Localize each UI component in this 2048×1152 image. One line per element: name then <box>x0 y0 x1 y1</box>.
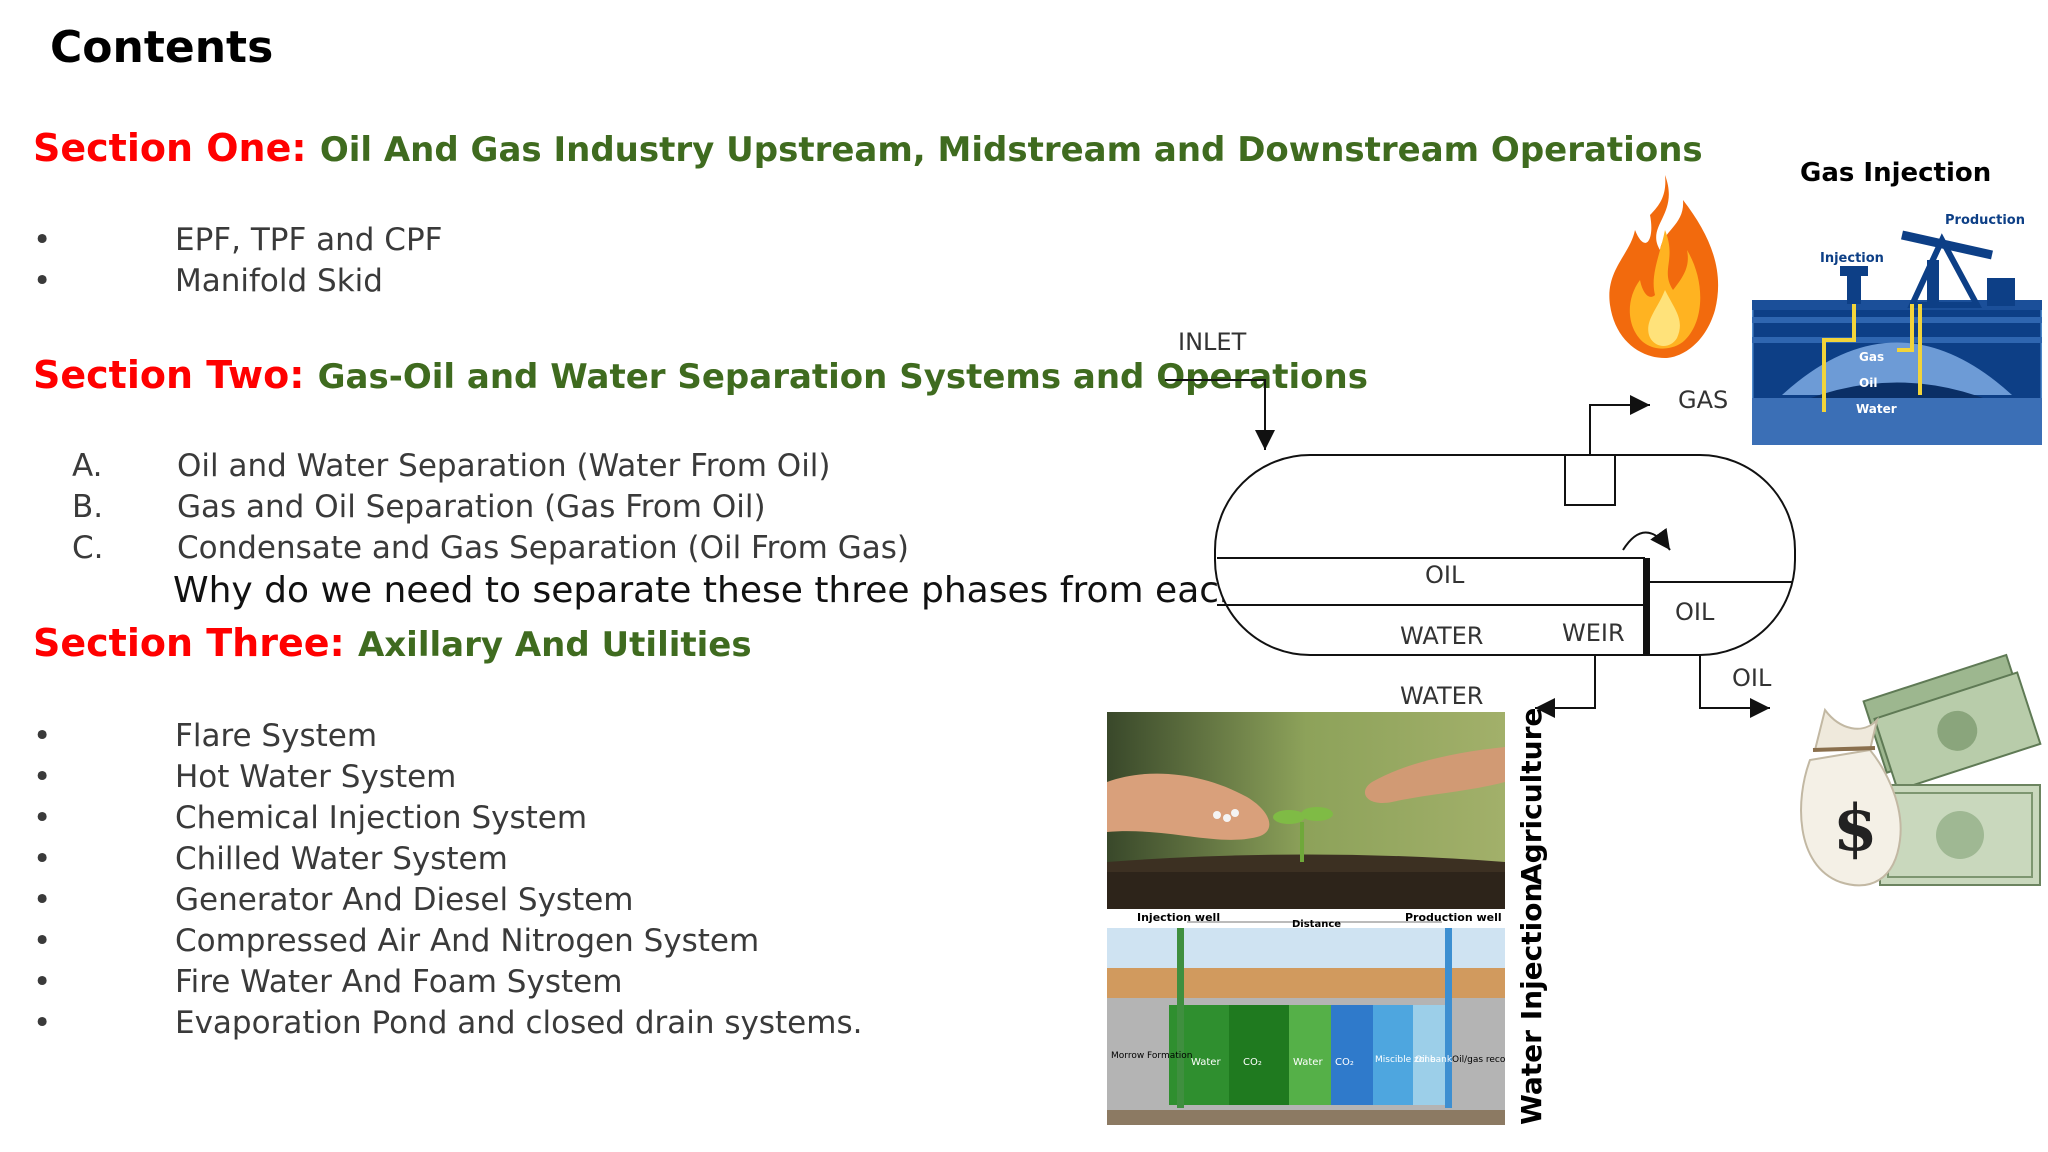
list-marker: B. <box>72 489 104 525</box>
section-one-subtitle: Oil And Gas Industry Upstream, Midstream… <box>319 130 1703 170</box>
injection-label: Injection <box>1820 251 1884 266</box>
section-one-heading: Section One: Oil And Gas Industry Upstre… <box>33 126 1703 170</box>
bullet-marker: • <box>33 263 52 299</box>
bullet-marker: • <box>33 923 52 959</box>
list-marker: C. <box>72 530 104 566</box>
section-two-question: Why do we need to separate these three p… <box>173 570 1369 611</box>
separator-diagram: INLET GAS OIL WATER WEIR OIL OIL WATER <box>1165 328 1796 718</box>
water-zone-label: Water <box>1856 402 1897 416</box>
gas-zone-label: Gas <box>1859 350 1884 364</box>
list-item: Chemical Injection System <box>175 800 588 836</box>
list-item: Hot Water System <box>175 759 457 795</box>
water-injection-label: Water Injection <box>1515 882 1548 1125</box>
bullet-marker: • <box>33 1005 52 1041</box>
inlet-arrow <box>1165 379 1275 450</box>
gas-outlet-arrow <box>1589 395 1650 455</box>
section-two-label: Section Two: <box>33 353 305 397</box>
distance-label: Distance <box>1292 919 1341 930</box>
svg-text:$: $ <box>1833 791 1878 866</box>
oil-zone-label: Oil <box>1859 376 1877 390</box>
list-item: Oil and Water Separation (Water From Oil… <box>177 448 831 484</box>
section-two-heading: Section Two: Gas-Oil and Water Separatio… <box>33 353 1368 397</box>
list-marker: A. <box>72 448 103 484</box>
list-item: Gas and Oil Separation (Gas From Oil) <box>177 489 766 525</box>
band-label: Miscible zone <box>1375 1055 1436 1065</box>
band-label: Oil/gas recovery <box>1452 1055 1505 1065</box>
section-two-subtitle: Gas-Oil and Water Separation Systems and… <box>317 357 1368 397</box>
band-label: Water <box>1293 1057 1323 1068</box>
band-label: Oil bank <box>1415 1055 1453 1065</box>
bullet-marker: • <box>33 882 52 918</box>
section-one-label: Section One: <box>33 126 307 170</box>
list-item: Flare System <box>175 718 378 754</box>
production-label: Production <box>1945 213 2025 228</box>
bullet-marker: • <box>33 841 52 877</box>
bullet-marker: • <box>33 800 52 836</box>
list-item: Condensate and Gas Separation (Oil From … <box>177 530 909 566</box>
oil-layer-label: OIL <box>1425 561 1465 589</box>
gas-outlet-box <box>1564 454 1616 506</box>
list-item: Manifold Skid <box>175 263 383 299</box>
inlet-label: INLET <box>1178 328 1247 356</box>
water-layer-label: WATER <box>1400 622 1483 650</box>
section-three-label: Section Three: <box>33 621 345 665</box>
production-well-label: Production well <box>1405 911 1502 924</box>
overflow-arrow <box>1622 527 1671 551</box>
gas-label: GAS <box>1678 386 1728 414</box>
section-three-subtitle: Axillary And Utilities <box>357 625 752 665</box>
list-item: EPF, TPF and CPF <box>175 222 443 258</box>
list-item: Compressed Air And Nitrogen System <box>175 923 760 959</box>
list-item: Chilled Water System <box>175 841 508 877</box>
oil-outlet-label: OIL <box>1732 664 1772 692</box>
page-title: Contents <box>50 22 274 73</box>
bullet-marker: • <box>33 222 52 258</box>
gas-injection-diagram: Production Injection Gas Oil Water <box>1752 200 2042 445</box>
list-item: Evaporation Pond and closed drain system… <box>175 1005 863 1041</box>
bullet-marker: • <box>33 718 52 754</box>
agriculture-image <box>1107 712 1505 909</box>
list-item: Fire Water And Foam System <box>175 964 623 1000</box>
oil-chamber-label: OIL <box>1675 598 1715 626</box>
money-bag-icon: $ <box>1800 653 2042 887</box>
water-outlet-label: WATER <box>1400 682 1483 710</box>
agriculture-label: Agriculture <box>1515 707 1548 885</box>
list-item: Generator And Diesel System <box>175 882 634 918</box>
injection-well-label: Injection well <box>1137 911 1220 924</box>
water-injection-diagram: Injection well Production well Distance … <box>1107 910 1505 1125</box>
band-label: CO₂ <box>1335 1057 1354 1068</box>
weir-label: WEIR <box>1562 619 1625 647</box>
weir <box>1643 558 1650 655</box>
formation-label: Morrow Formation <box>1111 1051 1192 1061</box>
gas-injection-title: Gas Injection <box>1800 158 1992 188</box>
band-label: CO₂ <box>1243 1057 1262 1068</box>
water-outlet-arrow <box>1535 655 1596 718</box>
band-label: Water <box>1191 1057 1221 1068</box>
bullet-marker: • <box>33 964 52 1000</box>
bullet-marker: • <box>33 759 52 795</box>
section-three-heading: Section Three: Axillary And Utilities <box>33 621 752 665</box>
fire-icon <box>1609 175 1719 358</box>
oil-outlet-arrow <box>1699 655 1770 718</box>
